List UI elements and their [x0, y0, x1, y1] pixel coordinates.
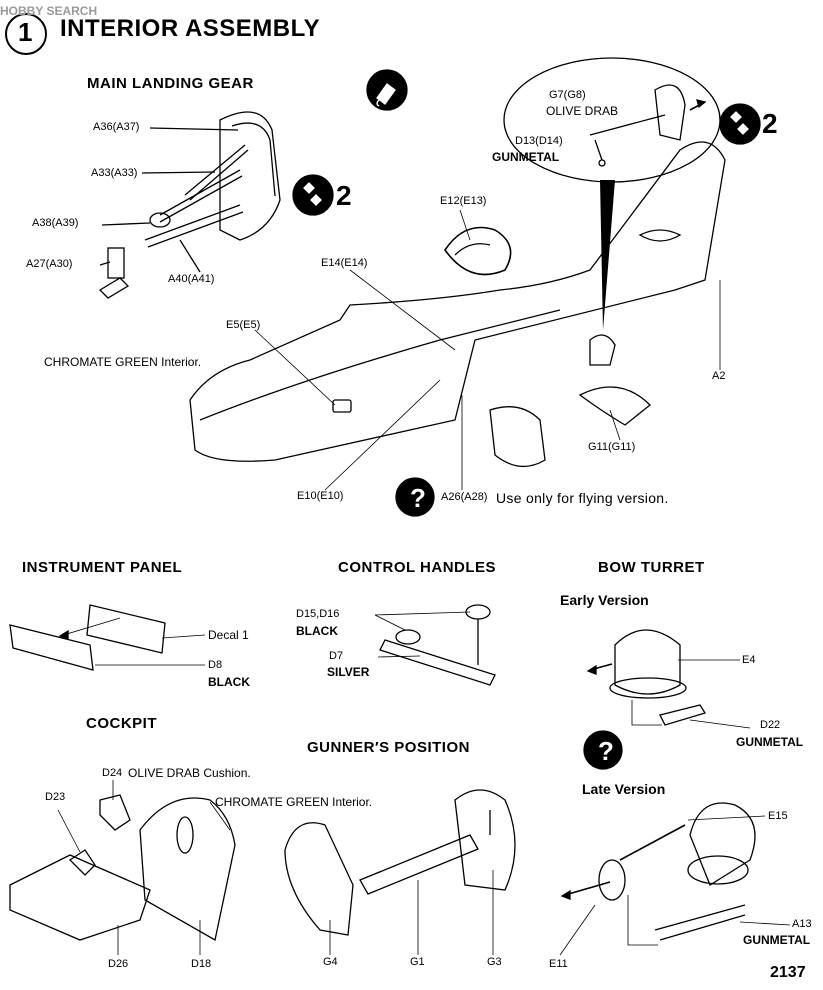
late-version-label: Late Version	[582, 781, 666, 797]
label-d13: D13(D14)	[515, 135, 563, 147]
label-d7: D7	[329, 650, 344, 662]
label-a38: A38(A39)	[32, 217, 79, 229]
question-mark-1: ?	[410, 483, 426, 513]
label-a2: A2	[712, 370, 726, 382]
label-a33: A33(A33)	[91, 167, 138, 179]
label-a27: A27(A30)	[26, 258, 73, 270]
label-e15: E15	[768, 810, 788, 822]
gunners-position-drawing	[284, 789, 516, 955]
label-e5: E5(E5)	[226, 319, 261, 331]
control-handles-heading: CONTROL HANDLES	[338, 559, 497, 576]
label-g3: G3	[487, 956, 502, 968]
watermark: HOBBY SEARCH	[0, 4, 98, 18]
main-landing-gear-heading: MAIN LANDING GEAR	[87, 75, 254, 92]
label-e10: E10(E10)	[297, 490, 344, 502]
label-g7: G7(G8)	[549, 89, 586, 101]
bow-turret-heading: BOW TURRET	[598, 559, 705, 576]
label-a40: A40(A41)	[168, 273, 215, 285]
label-d22: D22	[760, 719, 781, 731]
landing-gear-drawing	[98, 111, 281, 299]
label-d23: D23	[45, 791, 66, 803]
label-a13: A13	[792, 918, 812, 930]
label-d26: D26	[108, 958, 129, 970]
early-version-label: Early Version	[560, 592, 649, 608]
instrument-panel-heading: INSTRUMENT PANEL	[22, 559, 183, 576]
label-g1: G1	[410, 956, 425, 968]
label-g11: G11(G11)	[588, 441, 636, 453]
color-black-panel: BLACK	[208, 675, 250, 689]
olive-drab-cushion-note: OLIVE DRAB Cushion.	[128, 766, 251, 780]
color-olive-drab: OLIVE DRAB	[546, 104, 619, 118]
label-e14: E14(E14)	[321, 257, 368, 269]
label-a26: A26(A28)	[441, 491, 488, 503]
ref-step-gear: 2	[336, 180, 353, 211]
label-e11: E11	[549, 958, 568, 970]
label-a36: A36(A37)	[93, 121, 140, 133]
label-e12: E12(E13)	[440, 195, 487, 207]
color-gunmetal-tail: GUNMETAL	[492, 150, 560, 164]
tail-detail-bubble	[503, 57, 721, 183]
label-d24: D24	[102, 767, 123, 779]
paired-parts-icon-tail	[719, 103, 761, 145]
instrument-panel-drawing	[9, 604, 206, 671]
control-handles-drawing	[374, 604, 496, 686]
color-silver: SILVER	[327, 665, 370, 679]
step-title: INTERIOR ASSEMBLY	[60, 15, 321, 42]
paired-parts-icon-gear	[292, 174, 334, 216]
fuselage-drawing	[189, 141, 726, 491]
page-number: 2137	[770, 964, 806, 981]
color-gunmetal-turret-early: GUNMETAL	[736, 735, 804, 749]
flying-version-note: Use only for flying version.	[496, 490, 669, 506]
bow-turret-drawing	[559, 629, 791, 956]
label-g4: G4	[323, 956, 338, 968]
cockpit-heading: COCKPIT	[86, 715, 157, 732]
label-d18: D18	[191, 958, 212, 970]
color-black-handles: BLACK	[296, 624, 338, 638]
label-decal-1: Decal 1	[208, 628, 249, 642]
question-mark-2: ?	[598, 736, 614, 766]
glue-tube-icon	[366, 69, 408, 111]
cockpit-drawing	[9, 780, 236, 955]
label-d8: D8	[208, 659, 223, 671]
label-e4: E4	[742, 654, 756, 666]
step-number-circle	[5, 13, 47, 55]
question-icon-turret	[583, 730, 623, 770]
label-d15-d16: D15,D16	[296, 608, 340, 620]
cockpit-chromate-green-note: CHROMATE GREEN Interior.	[215, 795, 373, 809]
gunners-position-heading: GUNNER′S POSITION	[307, 739, 470, 756]
ref-step-tail: 2	[762, 108, 779, 139]
step-number: 1	[18, 17, 33, 47]
chromate-green-interior-note: CHROMATE GREEN Interior.	[44, 355, 202, 369]
question-icon-flying	[395, 477, 435, 517]
color-gunmetal-turret-late: GUNMETAL	[743, 933, 811, 947]
